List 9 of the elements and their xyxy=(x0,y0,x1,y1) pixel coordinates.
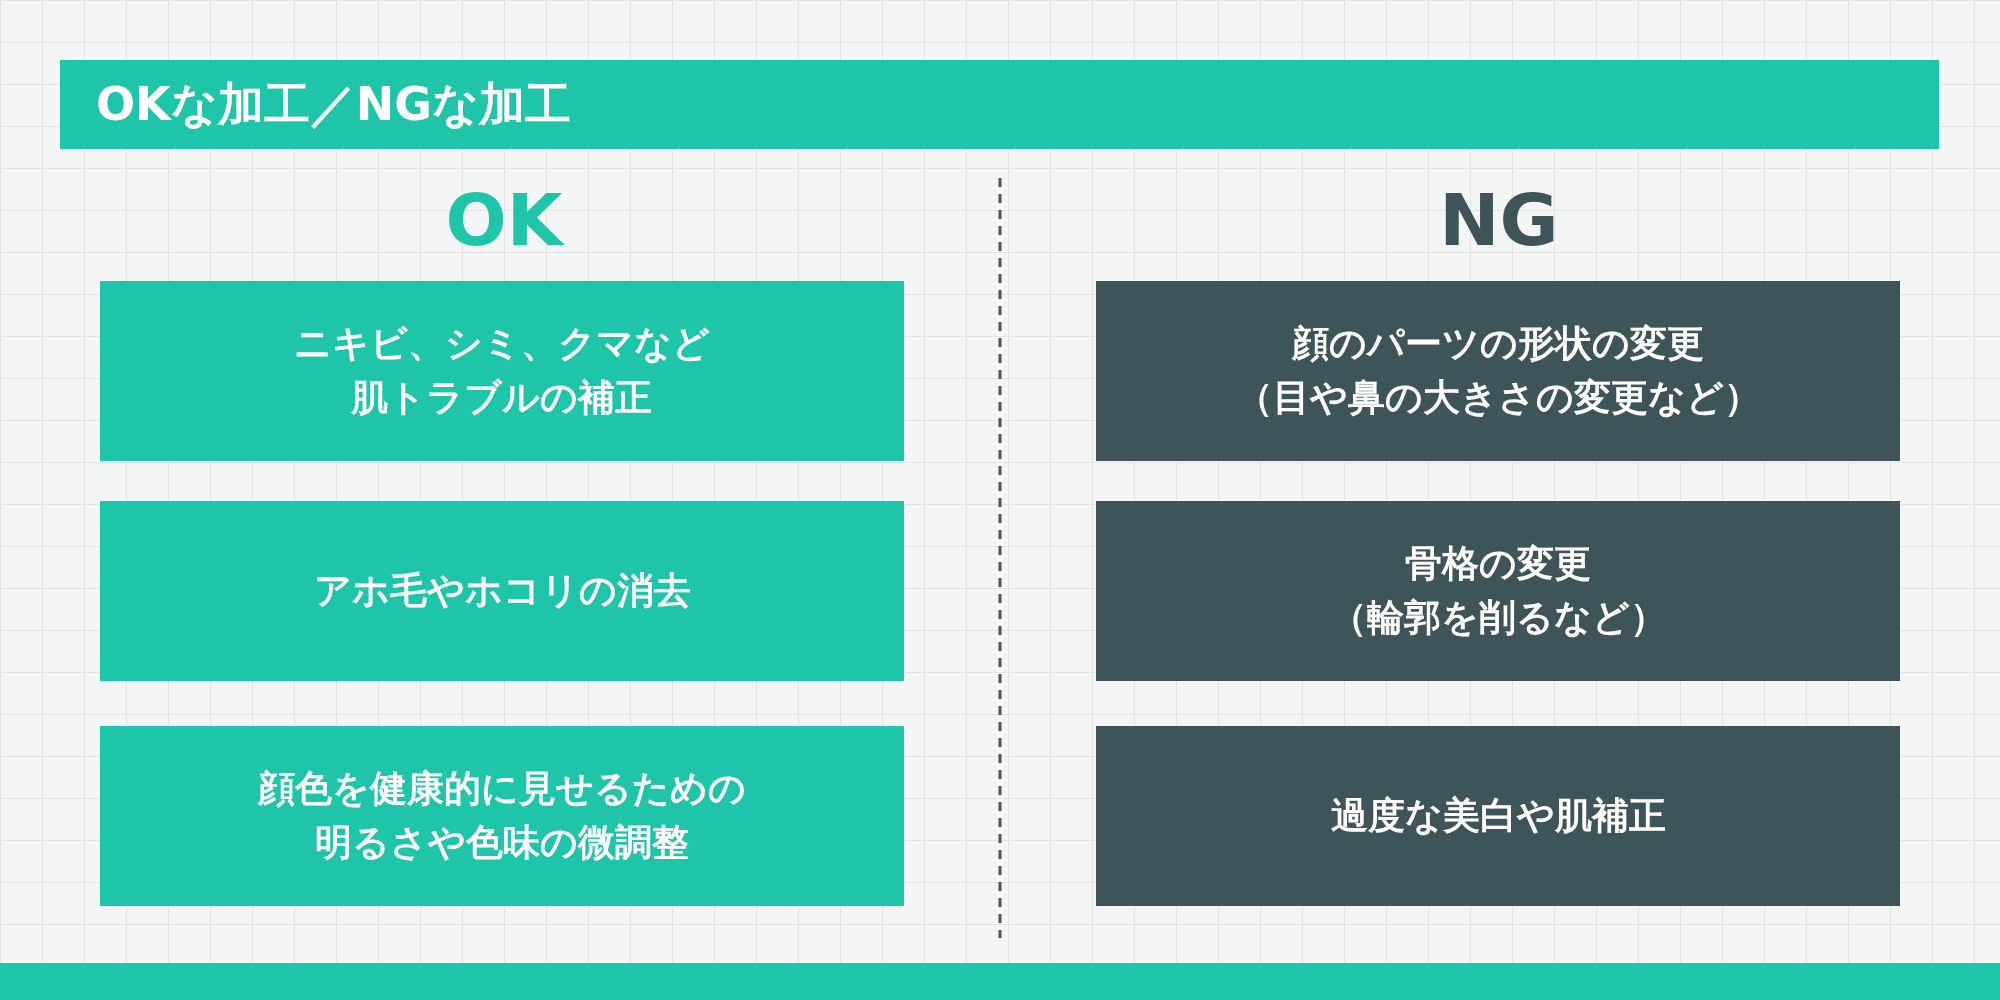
text-box: 顔色を健康的に見せるための明るさや色味の微調整 xyxy=(100,726,904,906)
text-box: アホ毛やホコリの消去 xyxy=(100,501,904,681)
text-box: 骨格の変更 （輪郭を削るなど） xyxy=(1096,501,1900,681)
column-heading: OK xyxy=(444,180,566,260)
column-heading: NG xyxy=(1438,180,1560,260)
text-box: ニキビ、シミ、クマなど肌トラブルの補正 xyxy=(100,281,904,461)
text-box: 過度な美白や肌補正 xyxy=(1096,726,1900,906)
title: OKな加工／NGな加工 xyxy=(96,76,571,133)
text-box: 顔のパーツの形状の変更 （目や鼻の大きさの変更など） xyxy=(1096,281,1900,461)
